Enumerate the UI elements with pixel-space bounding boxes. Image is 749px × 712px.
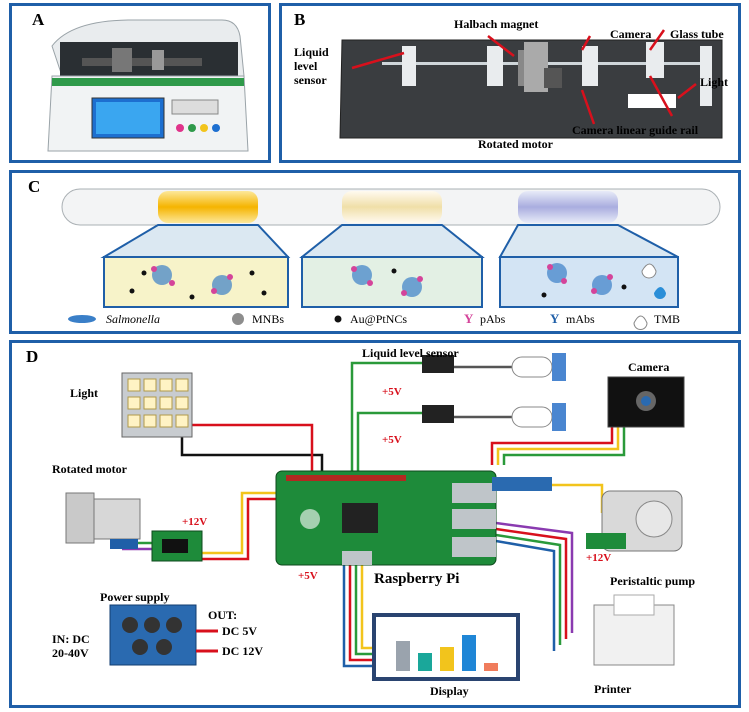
label-in-dc: IN: DC [52, 632, 90, 646]
label-peristaltic-pump: Peristaltic pump [610, 574, 695, 588]
label-rotated-motor: Rotated motor [52, 462, 128, 476]
label-display: Display [430, 684, 469, 698]
legend-tmb: TMB [654, 312, 680, 326]
panel-a-label: A [32, 10, 45, 29]
label-liquid-3: sensor [294, 73, 327, 87]
legend-aupt: Au@PtNCs [350, 312, 407, 326]
hardware-wiring-diagram: Light Liquid level sensor Camera Rotated… [52, 346, 695, 698]
panel-b-label: B [294, 10, 306, 29]
label-power-supply: Power supply [100, 590, 169, 604]
panel-d: D [9, 340, 741, 708]
label-v5-board: +5V [298, 570, 318, 582]
mabs-icon: Y [550, 311, 560, 326]
legend: Salmonella MNBs Au@PtNCs Y pAbs Y mAbs T… [68, 311, 680, 330]
label-dc12: DC 12V [222, 644, 263, 658]
pump-illustration [586, 490, 683, 552]
label-dc5: DC 5V [222, 624, 257, 638]
label-in-range: 20-40V [52, 646, 89, 660]
panel-a: A [9, 3, 271, 163]
label-v12-motor: +12V [182, 516, 207, 528]
label-guide-rail: Camera linear guide rail [572, 123, 699, 137]
legend-mabs: mAbs [566, 312, 595, 326]
panel-b: B Halbach magnet Camera Glass tube Liqui… [279, 3, 741, 163]
label-out: OUT: [208, 608, 237, 622]
raspberry-pi-board [275, 470, 497, 566]
label-v5-sensor2: +5V [382, 434, 402, 446]
panel-d-label: D [26, 347, 39, 366]
label-v5-sensor1: +5V [382, 386, 402, 398]
label-printer: Printer [594, 682, 632, 696]
legend-salmonella: Salmonella [106, 312, 160, 326]
label-light: Light [700, 75, 728, 89]
label-rotated-motor: Rotated motor [478, 137, 554, 151]
label-halbach-magnet: Halbach magnet [454, 17, 538, 31]
legend-mnbs: MNBs [252, 312, 284, 326]
label-v12-pump: +12V [586, 552, 611, 564]
label-liquid-level-sensor: Liquid level sensor [362, 346, 459, 360]
motor-illustration [65, 492, 141, 549]
display-illustration [372, 613, 520, 681]
pabs-icon: Y [464, 311, 474, 326]
label-light: Light [70, 386, 98, 400]
legend-pabs: pAbs [480, 312, 506, 326]
label-glass-tube: Glass tube [670, 27, 724, 41]
printer-illustration [593, 594, 675, 666]
label-raspberry-pi: Raspberry Pi [374, 571, 459, 587]
panel-c-label: C [28, 177, 41, 196]
device-illustration [47, 19, 249, 152]
label-camera: Camera [610, 27, 651, 41]
power-supply-module [109, 604, 218, 666]
camera-module [607, 376, 685, 428]
panel-c: C Salmon [9, 170, 741, 334]
led-light-panel [121, 372, 193, 438]
label-camera: Camera [628, 360, 669, 374]
setup-photo: Halbach magnet Camera Glass tube Liquid … [294, 17, 728, 151]
label-liquid-2: level [294, 59, 318, 73]
label-liquid-1: Liquid [294, 45, 329, 59]
assay-schematic: Salmonella MNBs Au@PtNCs Y pAbs Y mAbs T… [61, 188, 721, 330]
